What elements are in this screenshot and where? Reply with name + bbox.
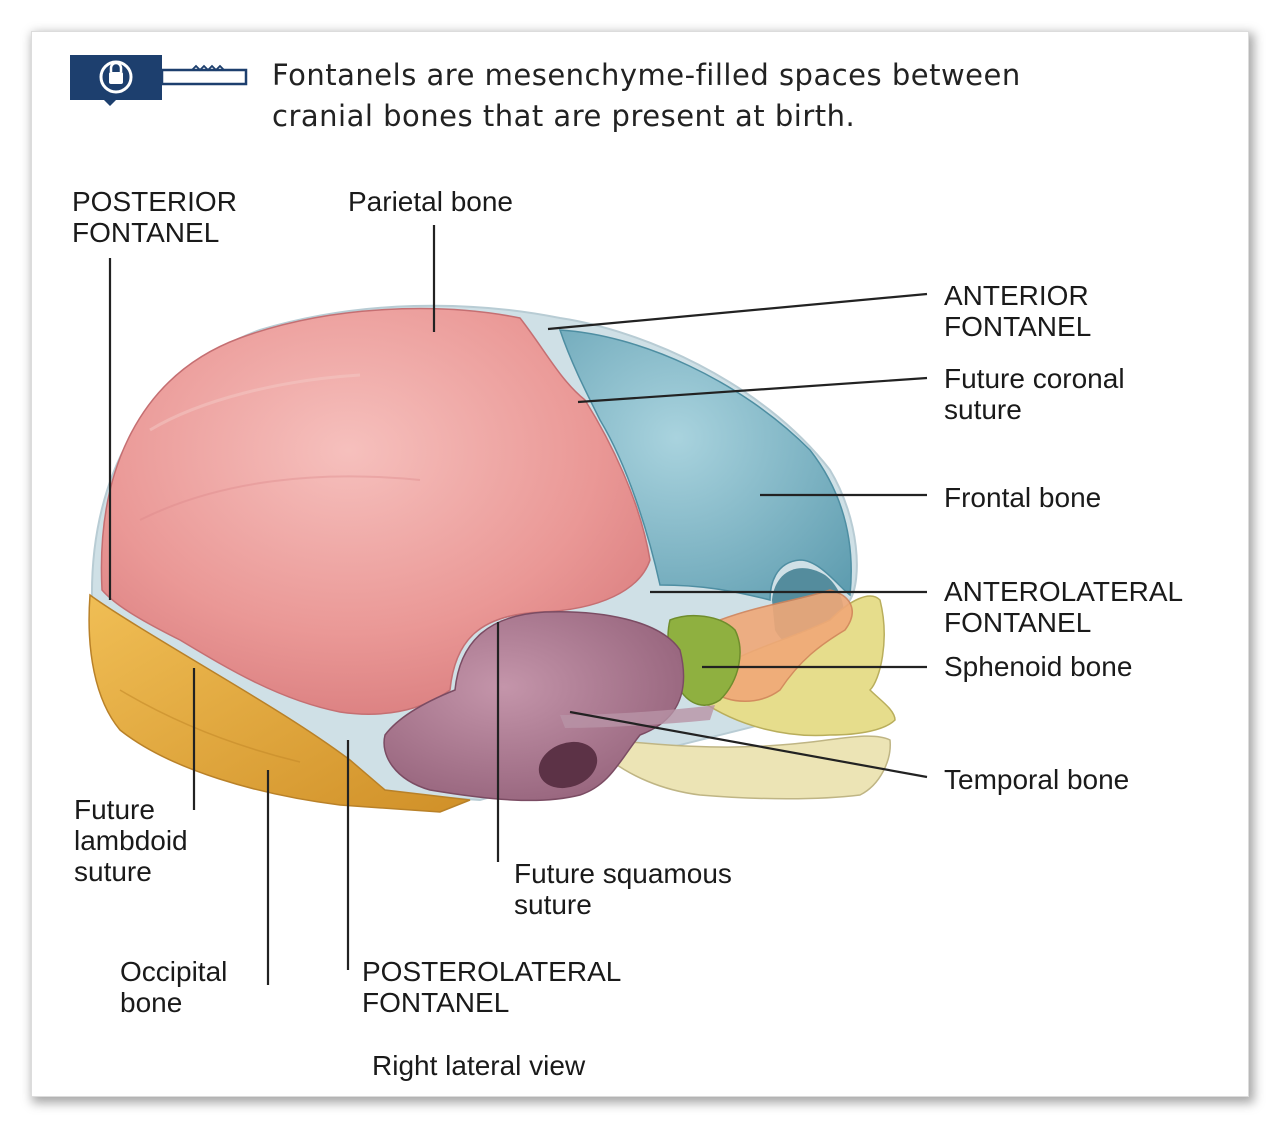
label-temporal-bone: Temporal bone — [944, 764, 1130, 795]
header-text: Fontanels are mesenchyme-filled spaces b… — [272, 55, 1021, 137]
leader-future-coronal-suture — [577, 376, 928, 404]
label-line: Future — [74, 794, 155, 825]
label-occipital-bone: Occipital bone — [120, 956, 227, 1018]
label-line: FONTANEL — [72, 217, 220, 248]
caption: Right lateral view — [372, 1050, 586, 1081]
label-line: FONTANEL — [944, 311, 1092, 342]
label-line: suture — [74, 856, 152, 887]
parietal-bone — [100, 307, 651, 715]
label-future-coronal-suture: Future coronal suture — [944, 363, 1125, 425]
key-lock-icon — [70, 55, 248, 106]
label-line: FONTANEL — [362, 987, 510, 1018]
header-line-2: cranial bones that are present at birth. — [272, 99, 856, 133]
label-line: ANTERIOR — [944, 280, 1089, 311]
label-future-squamous-suture: Future squamous suture — [514, 858, 732, 920]
leader-temporal-bone — [569, 710, 928, 779]
label-future-lambdoid-suture: Future lambdoid suture — [74, 794, 188, 887]
label-posterior-fontanel: POSTERIOR FONTANEL — [72, 186, 237, 248]
label-sphenoid-bone: Sphenoid bone — [944, 651, 1133, 682]
label-line: lambdoid — [74, 825, 188, 856]
label-line: Future squamous — [514, 858, 732, 889]
label-line: bone — [120, 987, 183, 1018]
occipital-bone — [88, 593, 471, 813]
label-line: POSTEROLATERAL — [362, 956, 622, 987]
label-parietal-bone: Parietal bone — [348, 186, 514, 217]
label-line: ANTEROLATERAL — [944, 576, 1184, 607]
label-line: Occipital — [120, 956, 228, 987]
label-line: suture — [944, 394, 1022, 425]
leader-lines — [108, 225, 928, 985]
mandible — [609, 735, 891, 800]
label-anterolateral-fontanel: ANTEROLATERAL FONTANEL — [944, 576, 1183, 638]
external-acoustic-meatus — [538, 741, 598, 789]
label-anterior-fontanel: ANTERIOR FONTANEL — [944, 280, 1091, 342]
leader-anterior-fontanel — [547, 292, 928, 331]
label-line: POSTERIOR — [72, 186, 237, 217]
label-posterolateral-fontanel: POSTEROLATERAL FONTANEL — [362, 956, 621, 1018]
label-line: Future coronal — [944, 363, 1125, 394]
temporal-bone — [383, 611, 685, 802]
label-line: suture — [514, 889, 592, 920]
header-line-1: Fontanels are mesenchyme-filled spaces b… — [272, 58, 1021, 92]
label-line: FONTANEL — [944, 607, 1092, 638]
label-frontal-bone: Frontal bone — [944, 482, 1102, 513]
